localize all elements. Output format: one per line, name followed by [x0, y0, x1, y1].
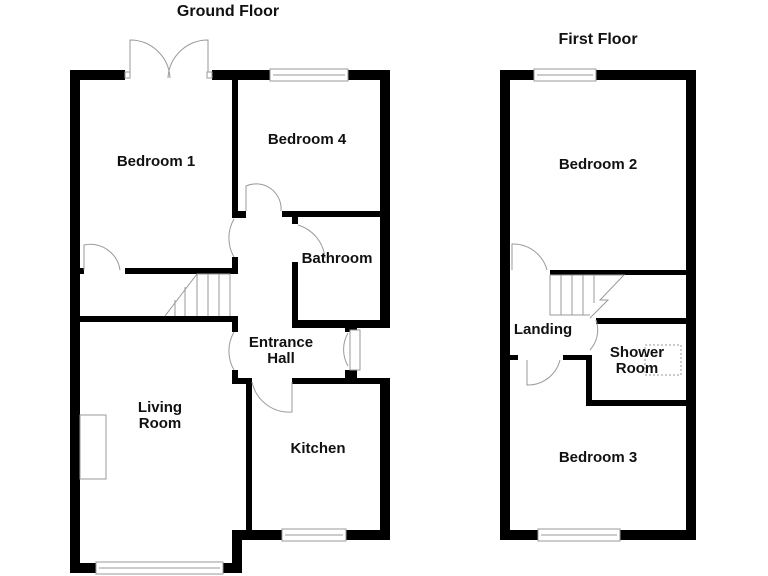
room-label-landing: Landing — [513, 321, 573, 338]
room-label-bathroom: Bathroom — [301, 250, 373, 267]
room-label-bedroom-1: Bedroom 1 — [116, 153, 196, 170]
ground-floor-fixtures — [79, 39, 361, 575]
first-floor-walls — [500, 70, 696, 540]
ground-floor-walls — [70, 70, 390, 573]
room-label-bedroom-4: Bedroom 4 — [267, 131, 347, 148]
first-floor-title: First Floor — [558, 31, 638, 48]
ground-floor-title: Ground Floor — [176, 3, 280, 20]
room-label-shower-room: Shower Room — [609, 344, 665, 377]
room-label-bedroom-2: Bedroom 2 — [558, 156, 638, 173]
room-label-kitchen: Kitchen — [290, 440, 346, 457]
first-floor-fixtures — [511, 68, 682, 542]
room-label-entrance-hall: Entrance Hall — [248, 334, 314, 367]
room-label-living-room: Living Room — [137, 399, 183, 432]
room-label-bedroom-3: Bedroom 3 — [558, 449, 638, 466]
